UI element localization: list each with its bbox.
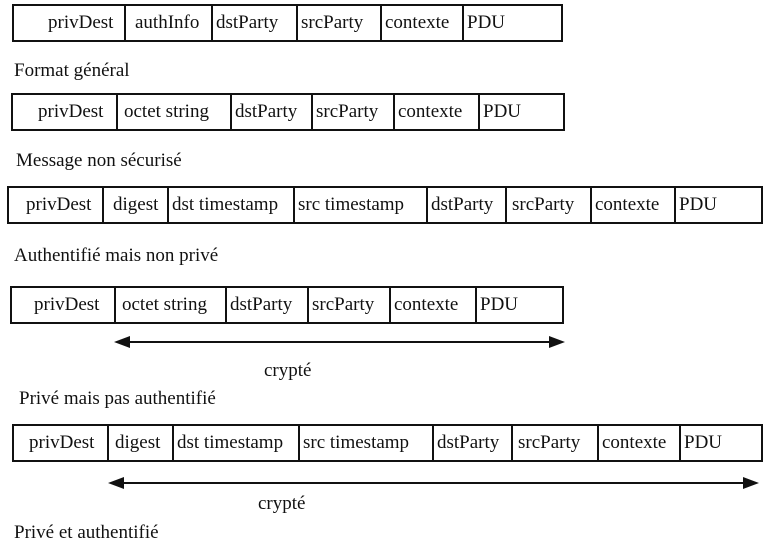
field-cell: srcParty [313, 95, 395, 129]
packet-format-row: privDest digest dst timestamp src timest… [7, 186, 763, 224]
packet-format-row: privDest authInfo dstParty srcParty cont… [12, 4, 563, 42]
encrypted-label: crypté [258, 493, 306, 514]
diagram-caption: Privé mais pas authentifié [19, 388, 216, 409]
field-cell: src timestamp [295, 188, 428, 222]
packet-format-row: privDest octet string dstParty srcParty … [11, 93, 565, 131]
field-cell: digest [104, 188, 169, 222]
field-cell: dstParty [434, 426, 513, 460]
packet-format-row: privDest octet string dstParty srcParty … [10, 286, 564, 324]
diagram-caption: Authentifié mais non privé [14, 245, 219, 266]
diagram-caption: Privé et authentifié [14, 522, 159, 543]
field-cell: octet string [118, 95, 232, 129]
field-cell: dst timestamp [174, 426, 300, 460]
field-cell: PDU [467, 12, 506, 33]
field-cell: contexte [382, 6, 464, 40]
field-cell: dstParty [227, 288, 309, 322]
field-cell: dstParty [428, 188, 507, 222]
field-cell: src timestamp [300, 426, 434, 460]
field-cell: dstParty [232, 95, 313, 129]
encrypted-label: crypté [264, 360, 312, 381]
field-cell: authInfo [126, 6, 213, 40]
field-cell: contexte [592, 188, 676, 222]
field-cell: octet string [116, 288, 227, 322]
field-cell: PDU [480, 294, 519, 315]
diagram-caption: Message non sécurisé [16, 150, 182, 171]
field-cell: privDest [13, 95, 118, 129]
field-cell: privDest [14, 6, 126, 40]
field-cell: PDU [684, 432, 723, 453]
field-cell: contexte [395, 95, 480, 129]
field-cell: srcParty [513, 426, 599, 460]
field-cell: privDest [14, 426, 109, 460]
field-cell: dstParty [213, 6, 298, 40]
field-cell: PDU [483, 101, 522, 122]
field-cell: srcParty [298, 6, 382, 40]
field-cell: srcParty [309, 288, 391, 322]
field-cell: digest [109, 426, 174, 460]
packet-format-row: privDest digest dst timestamp src timest… [12, 424, 763, 462]
field-cell: dst timestamp [169, 188, 295, 222]
field-cell: privDest [9, 188, 104, 222]
field-cell: privDest [12, 288, 116, 322]
field-cell: contexte [599, 426, 681, 460]
field-cell: srcParty [507, 188, 592, 222]
field-cell: contexte [391, 288, 477, 322]
field-cell: PDU [679, 194, 718, 215]
diagram-caption: Format général [14, 60, 130, 81]
